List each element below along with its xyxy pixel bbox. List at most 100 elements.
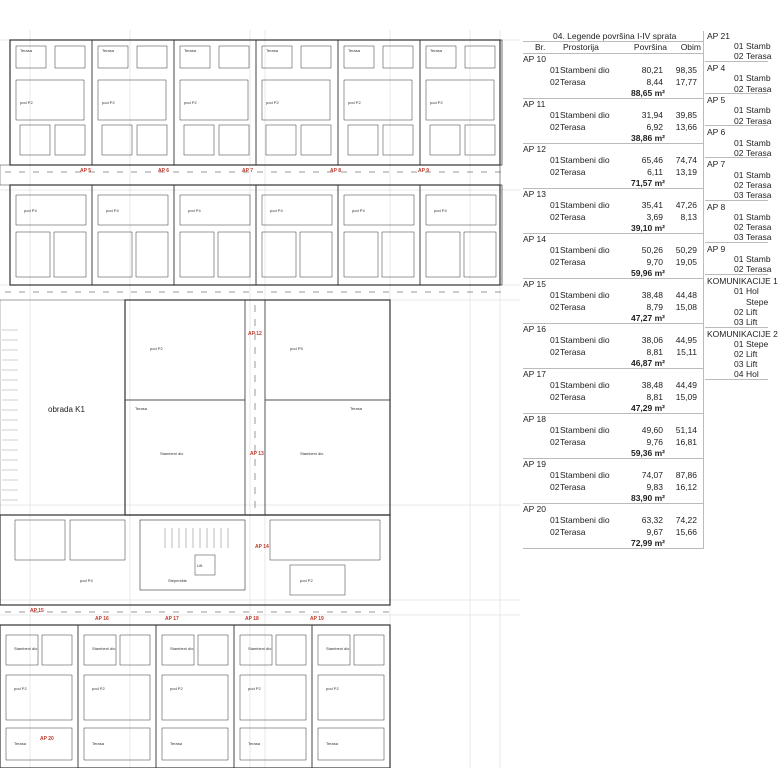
terrace [161,727,229,761]
apartment-marker: AP 20 [40,736,54,742]
row-number: 01 [550,290,560,300]
terrace [54,45,86,69]
row-room: Stambeni dio [560,155,610,165]
row-number: 03 [734,316,744,327]
row-room: Stambeni dio [560,425,610,435]
row-room: Terasa [560,211,586,222]
unit-name: AP 10 [523,54,547,64]
row-room: Stamb [746,105,771,116]
room [53,231,87,278]
row-room: Hol [746,369,759,380]
row-number: 02 [550,346,560,357]
row-number: 01 [734,211,744,222]
row-area: 38,48 [641,380,663,390]
room [119,634,151,666]
row-room: Stambeni dio [560,515,610,525]
row-perimeter: 16,12 [675,481,697,492]
unit-name: AP 17 [523,369,547,379]
unit-name: AP 12 [523,144,547,154]
room-label: pod P4 [106,208,119,213]
room [179,231,215,278]
room-label: pod P2 [102,100,115,105]
row-number: 02 [734,179,744,190]
table-rule [705,199,768,201]
row-room: Stambeni dio [560,200,610,210]
room-label: Terasa [135,406,148,411]
row-perimeter: 16,81 [675,436,697,447]
room [343,79,413,121]
room [97,194,169,226]
room [343,194,415,226]
apartment-marker: AP 14 [255,544,269,550]
row-room: Hol [746,286,759,297]
header-room: Prostorija [563,42,599,52]
unit-name: AP 15 [523,279,547,289]
row-room: Stambeni dio [560,380,610,390]
terrace [239,727,307,761]
unit-total: 71,57 m² [630,178,665,188]
terrace [218,45,250,69]
room [97,79,167,121]
room [19,124,51,156]
room [15,194,87,226]
room-label: pod P2 [14,686,27,691]
row-room: Terasa [560,301,586,312]
building-outline [0,514,391,606]
room [97,231,133,278]
row-number: 02 [734,306,744,317]
room [317,634,351,666]
terrace [5,727,73,761]
apartment-unit [264,399,391,516]
room-label: Stambeni dio [300,451,324,456]
row-room: Terasa [746,232,772,243]
apartment-unit [9,184,93,286]
terrace [382,45,414,69]
room [101,124,133,156]
row-area: 8,79 [646,301,663,312]
row-perimeter: 13,19 [675,166,697,177]
unit-total: 46,87 m² [630,358,665,368]
room [15,79,85,121]
row-number: 02 [550,256,560,267]
row-number: 01 [734,105,744,116]
table-rule [523,548,703,549]
room-label: Terasa [184,48,197,53]
apartment-unit [155,624,235,768]
row-perimeter: 51,14 [675,425,697,435]
room [300,124,332,156]
room-label: Terasa [266,48,279,53]
table-rule [523,278,703,279]
room [429,124,461,156]
row-perimeter: 74,74 [675,155,697,165]
table-rule [523,233,703,234]
row-perimeter: 13,66 [675,121,697,132]
header-perimeter: Obim [680,42,701,52]
table-rule [705,379,768,381]
unit-name: AP 7 [707,159,726,170]
unit-total: 39,10 m² [630,223,665,233]
row-area: 50,26 [641,245,663,255]
unit-name: AP 9 [707,244,726,254]
row-area: 8,81 [646,391,663,402]
room-label: Stambeni dio [92,646,116,651]
row-area: 8,44 [646,76,663,87]
room [69,519,126,561]
row-number: 01 [550,470,560,480]
unit-name: KOMUNIKACIJE 2 [707,328,778,339]
row-number: 02 [734,83,744,94]
unit-name: AP 16 [523,324,547,334]
header-area: Površina [633,42,667,52]
room-label: pod P2 [326,686,339,691]
room [261,194,333,226]
room-label: Terasa [102,48,115,53]
room [425,194,497,226]
row-room: Stambeni dio [560,470,610,480]
terrace [97,45,129,69]
room [135,231,169,278]
unit-total: 59,36 m² [630,448,665,458]
row-number: 04 [734,369,744,380]
room [179,79,249,121]
row-area: 31,94 [641,110,663,120]
unit-name: AP 18 [523,414,547,424]
row-area: 6,92 [646,121,663,132]
